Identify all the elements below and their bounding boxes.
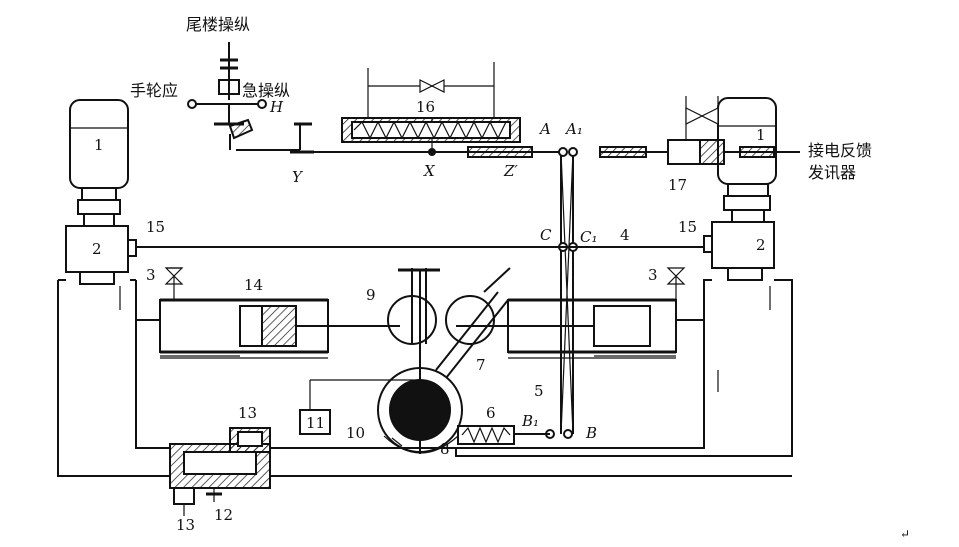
label-A: A [538, 120, 551, 138]
label-3-right: 3 [648, 266, 658, 284]
label-A1: A₁ [564, 120, 583, 138]
hydraulic-piping [57, 279, 793, 477]
left-cylinder [159, 298, 400, 359]
label-2-left: 2 [92, 240, 102, 258]
rudder-stock-10 [309, 367, 463, 454]
label-2-right: 2 [756, 236, 766, 254]
label-12: 12 [214, 506, 233, 524]
label-Z: Z′ [503, 162, 518, 180]
label-1-right: 1 [756, 126, 766, 144]
label-B: B [585, 424, 597, 442]
right-pump [703, 221, 775, 281]
label-10: 10 [346, 424, 365, 442]
label-feedback-2: 发讯器 [808, 163, 856, 182]
floating-lever [300, 118, 566, 158]
left-motor [69, 99, 129, 227]
label-1-left: 1 [94, 136, 104, 154]
label-3-left: 3 [146, 266, 156, 284]
corner-mark: ↵ [900, 527, 910, 541]
valve-3-left [164, 267, 184, 300]
label-14: 14 [244, 276, 263, 294]
label-B1: B₁ [521, 412, 539, 430]
feedback-transmitter [599, 96, 800, 165]
label-C1: C₁ [580, 228, 598, 246]
linkage [136, 147, 704, 439]
label-H: H [269, 98, 284, 116]
label-Y: Y [292, 168, 304, 186]
label-13-top: 13 [238, 404, 257, 422]
label-X: X [423, 162, 436, 180]
label-9: 9 [366, 286, 376, 304]
label-15-left: 15 [146, 218, 165, 236]
valve-3-right [666, 267, 686, 300]
label-emergency: 急操纵 [242, 81, 290, 100]
label-16: 16 [416, 98, 435, 116]
label-11: 11 [306, 414, 325, 432]
rack-cylinder-16 [341, 62, 521, 143]
labels: 尾楼操纵 手轮应 急操纵 接电反馈 发讯器 H Y X Z′ A A₁ C C₁… [92, 15, 910, 541]
right-cylinder [456, 298, 677, 359]
label-7: 7 [476, 356, 486, 374]
stern-control-mechanism [187, 42, 314, 154]
spring-6 [457, 425, 550, 445]
right-motor [717, 97, 777, 223]
label-feedback-1: 接电反馈 [808, 141, 872, 160]
label-13-bottom: 13 [176, 516, 195, 534]
label-17: 17 [668, 176, 687, 194]
label-handwheel: 手轮应 [130, 81, 178, 100]
label-stern-control: 尾楼操纵 [186, 15, 250, 34]
label-4: 4 [620, 226, 630, 244]
indicator-11 [299, 409, 331, 435]
label-8: 8 [440, 440, 450, 458]
label-C: C [540, 226, 552, 244]
label-15-right: 15 [678, 218, 697, 236]
label-5: 5 [534, 382, 544, 400]
label-6: 6 [486, 404, 496, 422]
valve-block-13 [169, 427, 271, 516]
